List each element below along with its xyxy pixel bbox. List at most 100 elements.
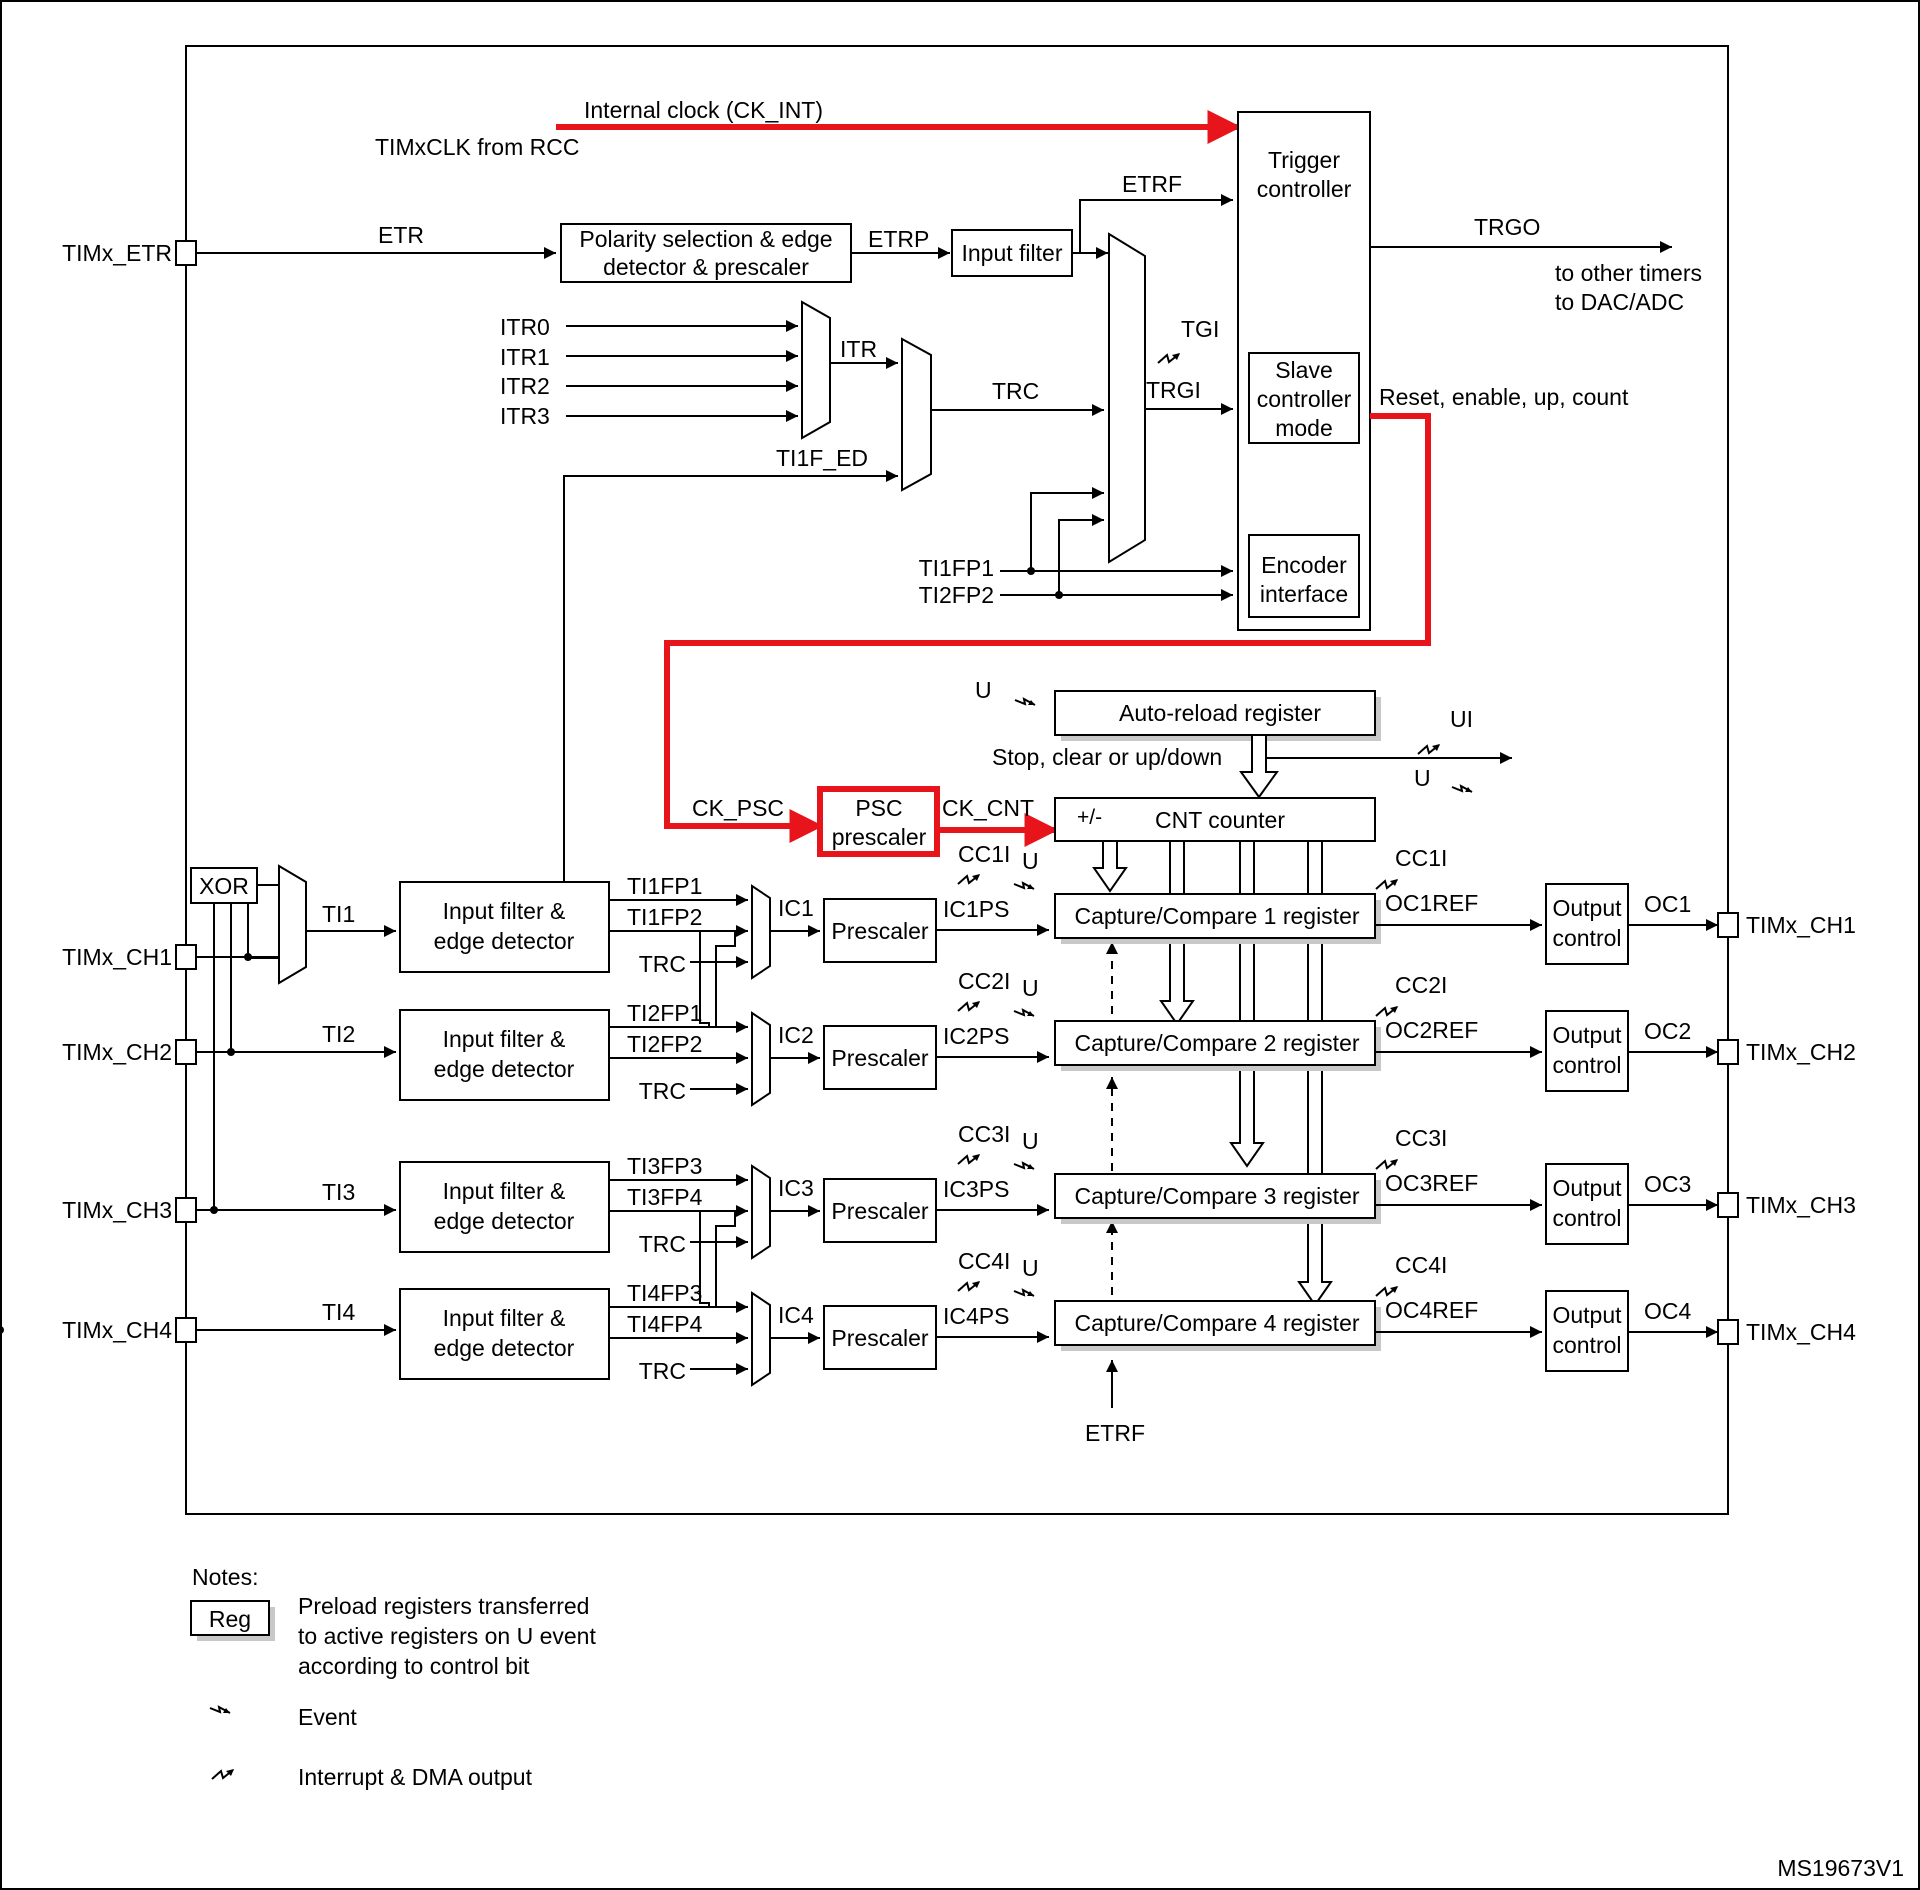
cross-route-a-1 [699,1211,748,1308]
ti1f-ed-label: TI1F_ED [776,445,868,471]
ocref-label-3: OC3REF [1385,1170,1478,1196]
cc-out-interrupt-icon-3 [1375,1158,1399,1170]
trc-label-1: TRC [639,951,686,977]
prescaler-label-2: Prescaler [831,1045,928,1071]
ch2-output-label: TIMx_CH2 [1746,1039,1856,1065]
ck-psc-label: CK_PSC [692,795,784,821]
input-filter-label: Input filter [962,240,1063,266]
event-legend-icon [209,1706,231,1714]
prescaler-block-4 [823,1305,937,1370]
u-top-label: U [975,677,992,703]
filter-4-label-2: edge detector [434,1335,575,1361]
tgi-interrupt-icon [1157,352,1181,364]
ti3-label: TI3 [322,1179,355,1205]
itr3-label: ITR3 [500,403,550,429]
itr-out-label: ITR [840,336,877,362]
etrf-top-label: ETRF [1122,171,1182,197]
ic-mux-4 [751,1291,771,1387]
cci-label-2: CC2I [958,968,1010,994]
u-right-label: U [1414,765,1431,791]
psc-label-2: prescaler [832,824,927,850]
polarity-label: Polarity selection & edge [579,226,832,252]
ti1-mux [278,864,307,985]
cci-out-label-2: CC2I [1395,972,1447,998]
figure-id-label: MS19673V1 [1777,1855,1904,1881]
autoreload-to-cnt-arrow [1239,734,1279,799]
prescaler-block-3 [823,1178,937,1243]
ocref-label-1: OC1REF [1385,890,1478,916]
reg-legend-label: Reg [209,1606,251,1632]
ic-label-1: IC1 [778,895,814,921]
oc-label-2: OC2 [1644,1018,1691,1044]
ui-label: UI [1450,706,1473,732]
internal-clock-label: Internal clock (CK_INT) [584,97,823,123]
ti2-label: TI2 [322,1021,355,1047]
cci-out-label-3: CC3I [1395,1125,1447,1151]
ic-label-3: IC3 [778,1175,814,1201]
ch3-junction [210,1206,218,1214]
trc-mux [901,337,932,492]
cross-route-b-0 [715,931,736,1027]
fp-a-label-3: TI3FP3 [627,1153,702,1179]
ic-label-4: IC4 [778,1302,814,1328]
u-event-icon-2 [1013,1009,1035,1017]
ti1-label: TI1 [322,901,355,927]
input-filter-edge-detector-1 [399,881,610,973]
u-label-4: U [1022,1255,1039,1281]
output-control-label-4: Output [1552,1302,1622,1328]
capture-compare-register-2 [1054,1020,1376,1066]
fp-a-label-4: TI4FP3 [627,1280,702,1306]
ch3-input-label: TIMx_CH3 [62,1197,172,1223]
psc-label: PSC [855,795,902,821]
cci-label-4: CC4I [958,1248,1010,1274]
ocref-label-2: OC2REF [1385,1017,1478,1043]
fp-b-label-2: TI2FP2 [627,1031,702,1057]
encoder-interface-block [1248,534,1360,618]
notes-title: Notes: [192,1564,258,1590]
input-filter-edge-detector-3 [399,1161,610,1253]
cnt-to-cc1-bus [1092,840,1128,893]
slave-controller-label-3: mode [1275,415,1333,441]
polarity-label-2: detector & prescaler [603,254,809,280]
ic-mux-3 [751,1164,771,1260]
ch2-junction [227,1048,235,1056]
oc-label-4: OC4 [1644,1298,1692,1324]
filter-3-label-2: edge detector [434,1208,575,1234]
trc-label-3: TRC [639,1231,686,1257]
trc-label-4: TRC [639,1358,686,1384]
filter-4-label: Input filter & [443,1305,566,1331]
ck-psc-path [664,413,1431,843]
trgo-label: TRGO [1474,214,1540,240]
cc-interrupt-icon-3 [957,1153,981,1165]
cc-interrupt-icon-2 [957,1000,981,1012]
capture-compare-register-3 [1054,1173,1376,1219]
itr0-label: ITR0 [500,314,550,340]
trc-label-2: TRC [639,1078,686,1104]
prescaler-block-1 [823,898,937,963]
cci-out-label-4: CC4I [1395,1252,1447,1278]
ch2-input-pin [175,1039,197,1065]
etrp-label: ETRP [868,226,929,252]
reg-legend-box [190,1600,270,1636]
ui-interrupt-icon [1417,743,1441,755]
fp-a-label-1: TI1FP1 [627,873,702,899]
ti2fp2-label: TI2FP2 [919,582,994,608]
output-control-label-3: Output [1552,1175,1622,1201]
capture-compare-register-1 [1054,893,1376,939]
cci-out-label-1: CC1I [1395,845,1447,871]
stop-clear-label: Stop, clear or up/down [992,744,1222,770]
ch3-output-pin [1717,1192,1739,1218]
ocref-label-4: OC4REF [1385,1297,1478,1323]
trc-label: TRC [992,378,1039,404]
cc-register-label-3: Capture/Compare 3 register [1074,1183,1359,1209]
xor-label: XOR [199,873,249,899]
slave-controller-label-2: controller [1257,386,1352,412]
oc-label-3: OC3 [1644,1171,1691,1197]
fp-b-label-1: TI1FP2 [627,904,702,930]
encoder-interface-label-2: interface [1260,581,1348,607]
filter-2-label-2: edge detector [434,1056,575,1082]
reg-desc-line2: to active registers on U event [298,1623,596,1649]
ch3-input-pin [175,1197,197,1223]
plusminus-label: +/- [1077,806,1102,829]
